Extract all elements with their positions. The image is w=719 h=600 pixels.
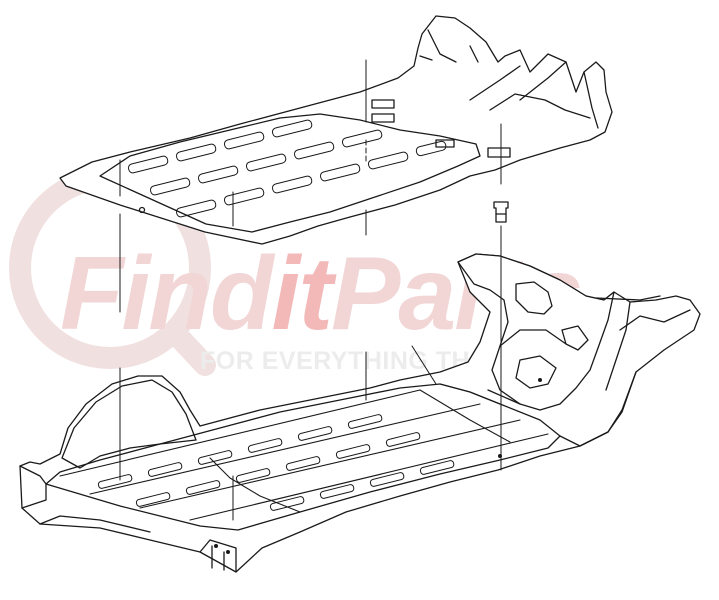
- floor-pan: [19, 253, 701, 573]
- floor-carpet: [59, 15, 613, 245]
- carpet-tab: [371, 113, 395, 123]
- carpet-outline: [59, 15, 613, 245]
- floor-holes: [214, 378, 542, 554]
- carpet-hole: [138, 206, 146, 214]
- alignment-lines: [119, 59, 502, 521]
- floor-crossmembers: [59, 383, 549, 521]
- retainer-clip: [493, 201, 509, 223]
- carpet-tab: [487, 147, 511, 158]
- carpet-tab: [435, 139, 455, 148]
- dash-panel: [457, 253, 615, 411]
- floor-surface: [45, 383, 561, 531]
- front-rail: [559, 301, 637, 447]
- leader-line: [411, 345, 437, 385]
- dash-details: [487, 281, 691, 405]
- rear-sill: [19, 465, 237, 573]
- floor-ribs: [97, 414, 455, 511]
- watermark-brand-it: it: [271, 236, 333, 352]
- watermark-magnifier-handle: [164, 322, 216, 376]
- carpet-ribs: [127, 119, 447, 218]
- carpet-inner-panel: [99, 113, 481, 233]
- carpet-kickplates: [419, 29, 599, 129]
- wheel-well: [61, 379, 197, 469]
- carpet-tunnel: [469, 61, 591, 119]
- carpet-tab: [371, 99, 395, 109]
- watermark-brand-find: Find: [60, 236, 273, 352]
